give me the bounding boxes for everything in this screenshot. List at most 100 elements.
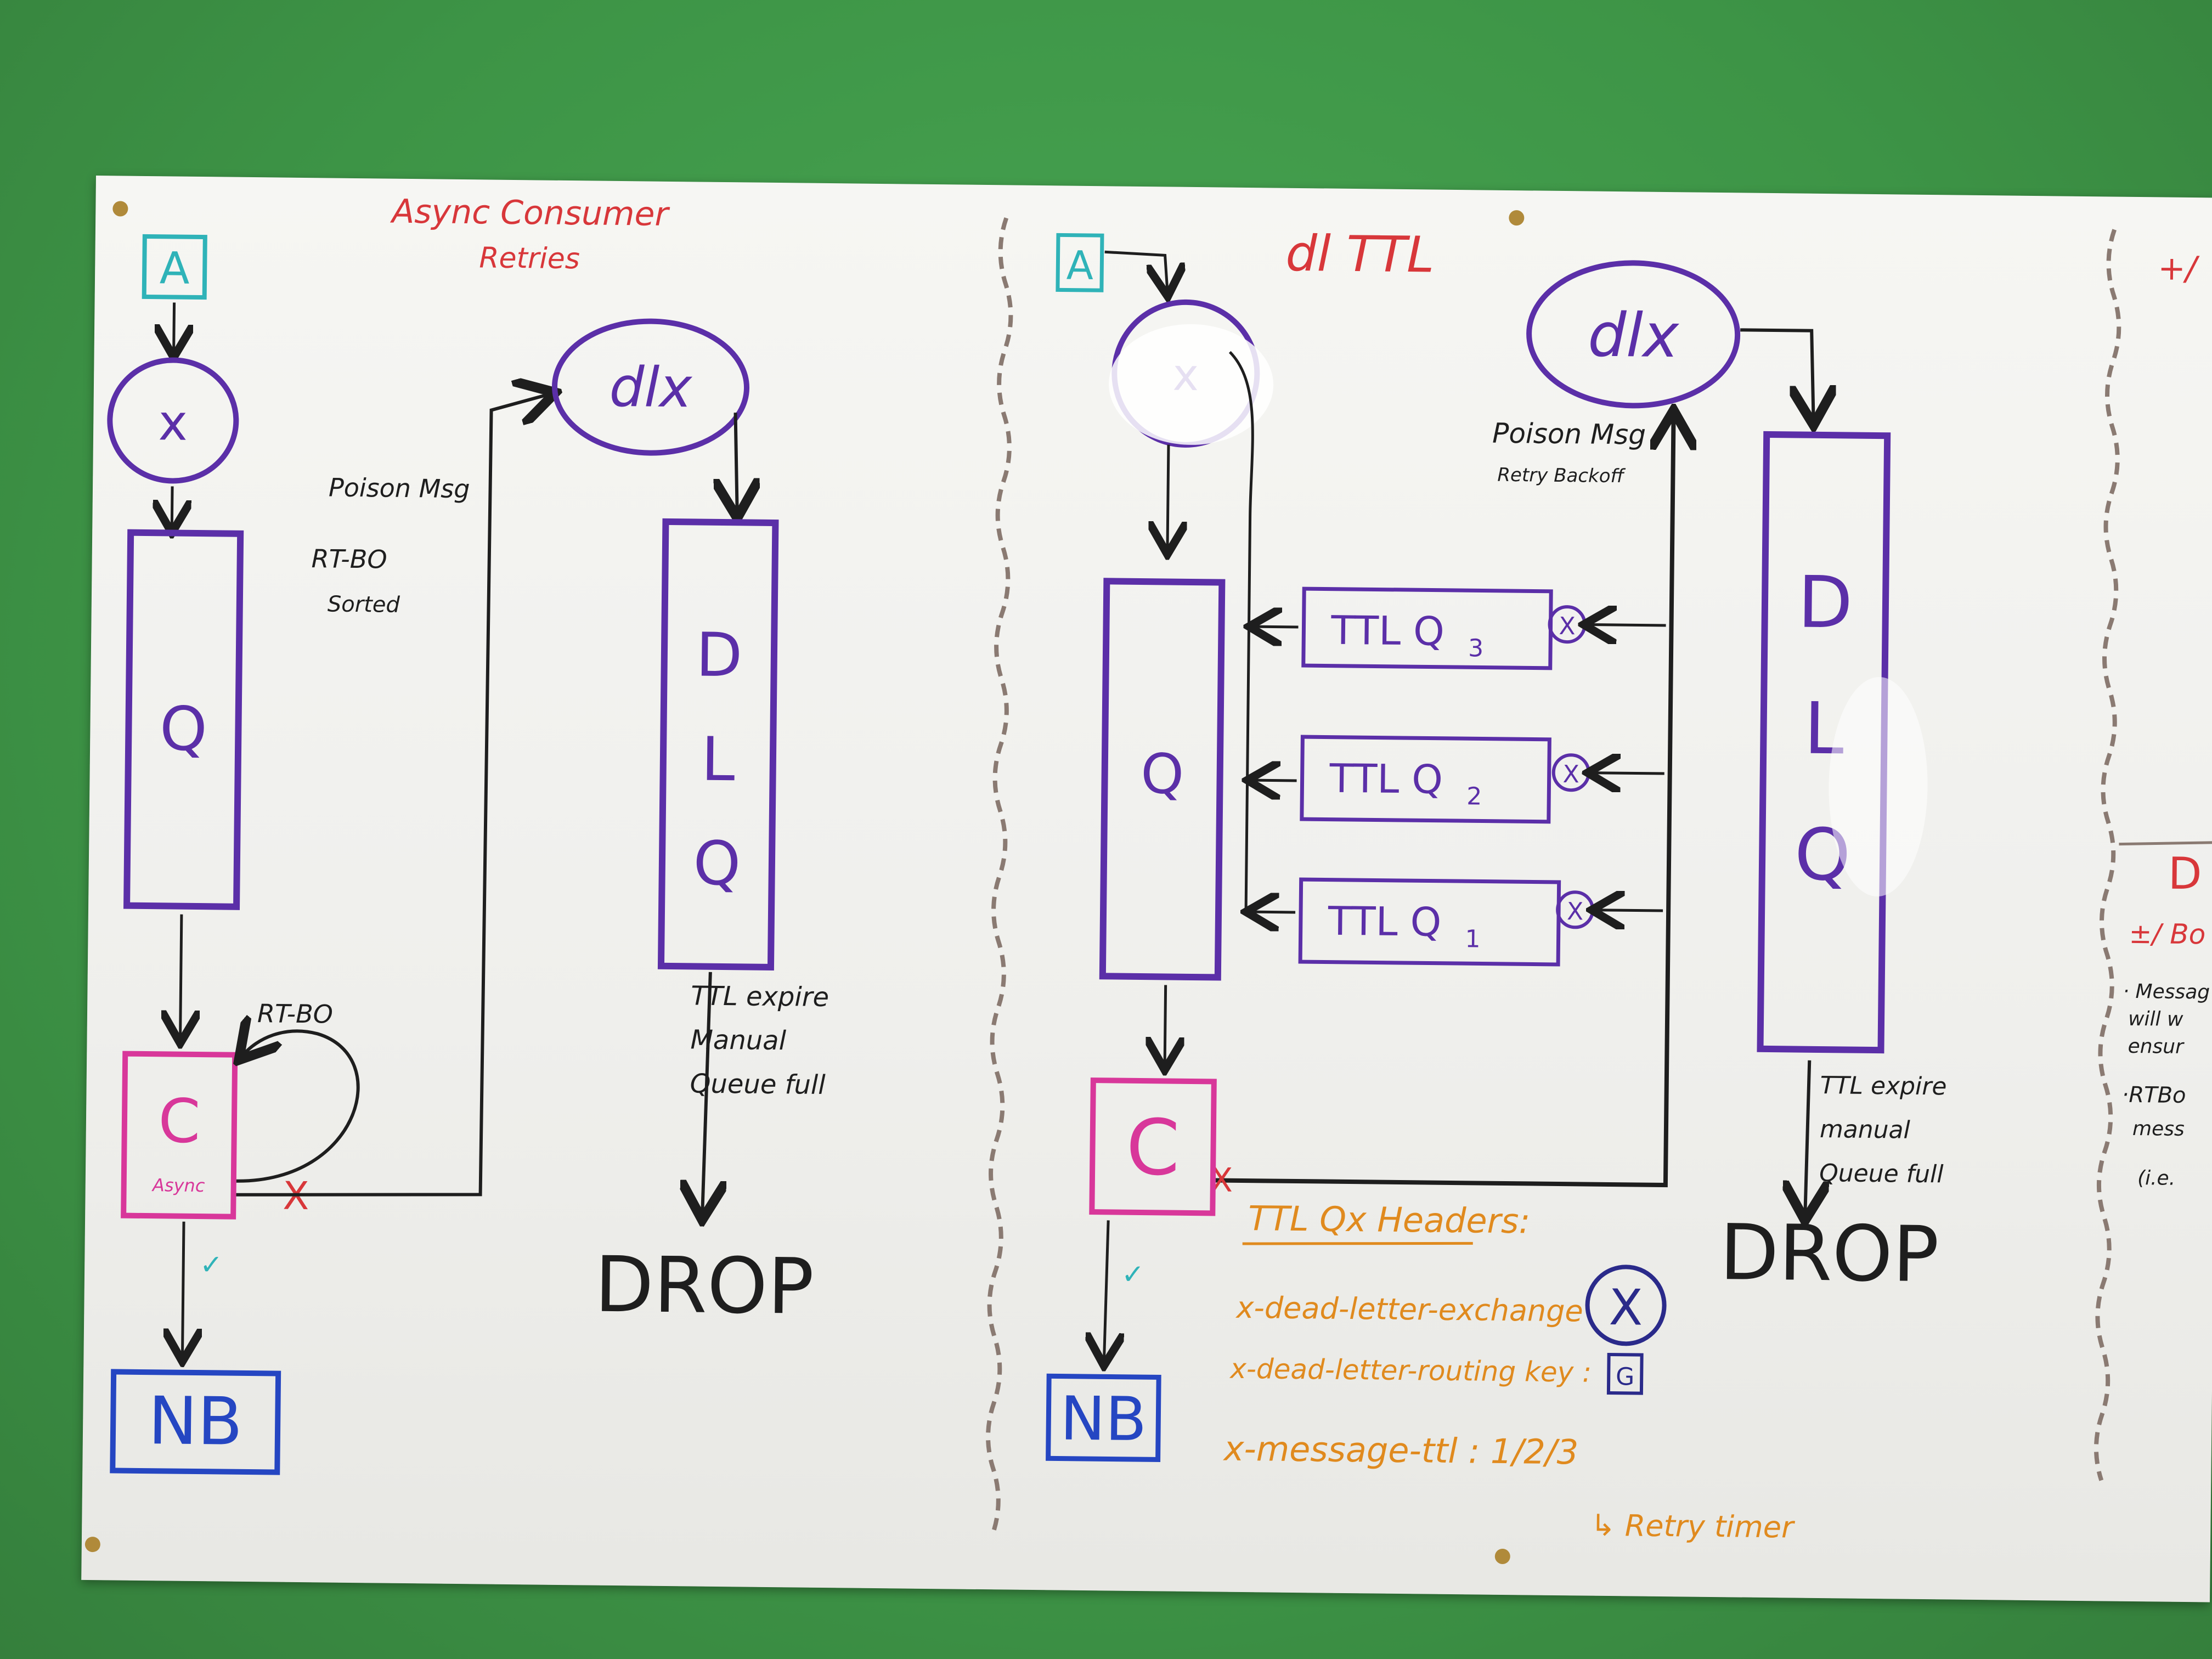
mid-node-a: A (1066, 242, 1093, 289)
left-ttl-note-2: Manual (690, 1024, 787, 1056)
retry-spine (1215, 422, 1676, 1188)
left-nb-box (110, 1369, 281, 1475)
arrow (1593, 773, 1664, 774)
right-fragment: +/ (2158, 249, 2200, 288)
mid-dlx-ellipse (1526, 260, 1741, 409)
left-dlq-box (657, 518, 779, 971)
left-dlq-l: L (701, 724, 736, 795)
left-consumer-sub: Async (151, 1175, 205, 1196)
poison-path-arrow (236, 391, 549, 1197)
exchange-x-mark: X (1562, 760, 1579, 788)
right-fragment: · Messag (2123, 980, 2210, 1004)
right-fragment: will w (2128, 1008, 2183, 1031)
arrow (180, 914, 182, 1038)
screw (1494, 1548, 1510, 1564)
mid-consumer-label: C (1126, 1103, 1180, 1193)
mid-nb-box (1046, 1373, 1161, 1462)
ttl-q2-sub: 2 (1466, 782, 1482, 810)
headers-underline (1242, 1242, 1473, 1245)
left-ttl-note-3: Queue full (690, 1068, 826, 1101)
mid-ttl-note-1: TTL expire (1820, 1071, 1947, 1101)
mid-dlx-label: dlx (1588, 300, 1680, 371)
ttl-q1-sub: 1 (1465, 925, 1481, 953)
left-node-x-ellipse (107, 357, 239, 484)
mid-dlq-d: D (1797, 561, 1853, 645)
left-title-line2: Retries (479, 241, 580, 275)
left-node-a: A (159, 242, 190, 294)
ttl-q1-box (1298, 877, 1561, 967)
right-fragment: ·RTBo (2121, 1082, 2186, 1108)
ttl-q1-label: TTL Q (1327, 898, 1441, 945)
exchange-x-mark: X (1567, 898, 1584, 926)
header-2-box: G (1616, 1363, 1635, 1391)
mid-drop: DROP (1719, 1208, 1939, 1300)
ttl-q2-label: TTL Q (1329, 755, 1443, 803)
left-dlx-label: dlx (609, 355, 693, 420)
arrow (1104, 1220, 1108, 1360)
mid-poison-line2: Retry Backoff (1497, 464, 1626, 487)
exchange-x-mark: X (1559, 612, 1576, 640)
arrow (1165, 985, 1166, 1064)
mid-title: dl TTL (1285, 225, 1435, 284)
divider-right (2094, 229, 2121, 1481)
left-dlx-ellipse (552, 318, 750, 456)
header-2: x-dead-letter-routing key : (1229, 1353, 1592, 1389)
arrow (1167, 444, 1169, 549)
mid-queue-label: Q (1141, 742, 1184, 806)
left-ttl-note-1: TTL expire (691, 980, 829, 1013)
left-queue-box (123, 529, 244, 910)
left-dlq-d: D (696, 620, 743, 691)
left-poison-line1: Poison Msg (329, 472, 470, 504)
header-1: x-dead-letter-exchange (1235, 1290, 1583, 1329)
left-rt-bo: RT-BO (257, 998, 333, 1029)
arrow (1597, 910, 1663, 911)
left-title-line1: Async Consumer (390, 193, 670, 234)
whiteboard-drawing: Async Consumer Retries A x Q C Async RT-… (84, 193, 2212, 1564)
mid-queue-box (1099, 578, 1226, 981)
right-fragment: ±/ Bo (2129, 918, 2205, 950)
header-1-circle (1585, 1265, 1667, 1346)
header-3: x-message-ttl : 1/2/3 (1222, 1429, 1578, 1472)
whiteboard: Async Consumer Retries A x Q C Async RT-… (81, 176, 2212, 1602)
mid-consumer-box (1089, 1077, 1217, 1216)
header-2-rect (1606, 1352, 1644, 1395)
left-consumer-box (121, 1051, 238, 1220)
screw (1509, 210, 1525, 226)
success-check: ✓ (200, 1249, 223, 1280)
retry-note: ↳ Retry timer (1590, 1508, 1795, 1545)
left-nb-label: NB (148, 1383, 243, 1460)
left-poison-line3: Sorted (328, 591, 400, 617)
arrow (1104, 250, 1168, 291)
ttl-return-line (1228, 351, 1254, 912)
left-poison-line2: RT-BO (311, 544, 387, 574)
right-fragment: ensur (2128, 1035, 2185, 1058)
arrow (1740, 328, 1815, 418)
screw (84, 1537, 100, 1553)
mid-ttl-note-3: Queue full (1819, 1159, 1944, 1188)
arrow (702, 972, 710, 1214)
right-fragment: D (2168, 848, 2202, 900)
mid-node-a-box (1056, 233, 1104, 292)
ttl-q2-box (1300, 735, 1551, 824)
left-node-a-box (142, 234, 207, 300)
divider-left (986, 217, 1013, 1536)
right-divider (2119, 841, 2212, 846)
header-1-box: X (1609, 1279, 1643, 1337)
left-queue-label: Q (159, 693, 207, 764)
mid-poison-line1: Poison Msg (1492, 417, 1646, 451)
screw (112, 201, 128, 217)
retry-loop-arrow (236, 1030, 360, 1183)
left-drop: DROP (594, 1240, 814, 1332)
arrow (1805, 1060, 1809, 1214)
success-check: ✓ (1121, 1259, 1145, 1290)
mid-ttl-note-2: manual (1820, 1115, 1911, 1144)
right-fragment: mess (2132, 1118, 2185, 1141)
right-fragment: (i.e. (2137, 1167, 2176, 1190)
arrow (735, 413, 738, 511)
ttl-q3-sub: 3 (1468, 634, 1484, 662)
arrow (1253, 780, 1297, 781)
left-dlq-q: Q (693, 828, 741, 899)
left-consumer-label: C (158, 1086, 201, 1156)
mid-nb-label: NB (1060, 1384, 1147, 1455)
left-node-x: x (158, 394, 188, 452)
